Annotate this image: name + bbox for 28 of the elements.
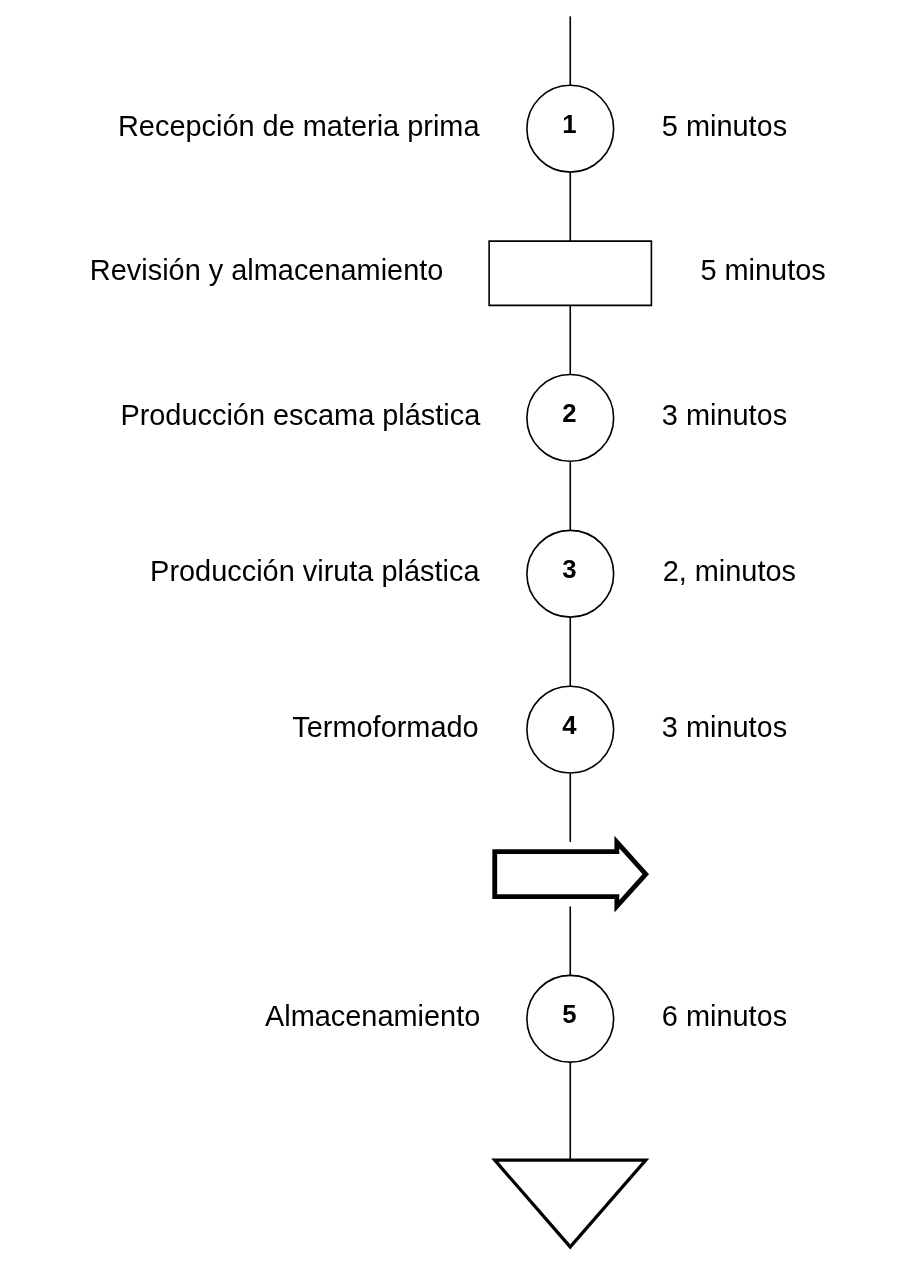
node-label: 5 minutos xyxy=(661,109,788,142)
node-label: Recepción de materia prima xyxy=(117,109,480,142)
connector xyxy=(569,171,572,242)
node-triangle xyxy=(491,1158,650,1250)
node-circle: 1 xyxy=(526,84,615,173)
connector xyxy=(569,616,572,687)
node-label: 2, minutos xyxy=(662,554,796,587)
connector xyxy=(569,905,572,977)
connector xyxy=(569,15,572,86)
connector xyxy=(569,460,572,531)
node-label: 3 minutos xyxy=(661,710,788,743)
node-circle: 4 xyxy=(526,685,615,774)
node-label: 6 minutos xyxy=(661,999,788,1032)
node-label: Almacenamiento xyxy=(264,999,481,1032)
node-arrow xyxy=(492,835,649,913)
node-label: Revisión y almacenamiento xyxy=(89,254,444,287)
node-label: Termoformado xyxy=(292,710,479,743)
connector xyxy=(569,772,572,843)
node-circle: 2 xyxy=(526,373,615,463)
node-label: 3 minutos xyxy=(661,398,788,431)
node-label: Producción viruta plástica xyxy=(150,554,480,587)
node-label: Producción escama plástica xyxy=(120,398,481,431)
node-circle: 5 xyxy=(526,974,615,1063)
node-circle: 3 xyxy=(526,529,615,618)
connector xyxy=(569,304,572,376)
connector xyxy=(569,1061,572,1161)
node-label: 5 minutos xyxy=(700,254,826,287)
node-box xyxy=(488,240,653,307)
